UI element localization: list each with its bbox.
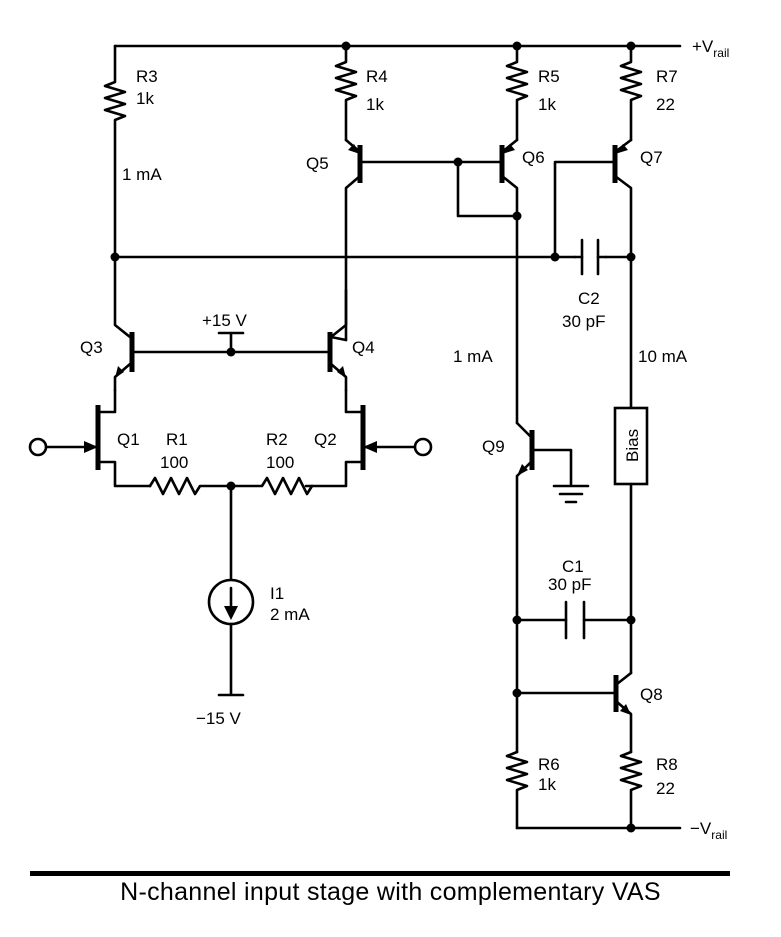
q1-source-wire	[98, 460, 152, 488]
negative-rail-label: −Vrail	[690, 819, 727, 842]
q8-emitter	[615, 700, 633, 754]
c1-name: C1	[562, 557, 584, 576]
q9-emitter	[515, 461, 532, 614]
figure-caption: N-channel input stage with complementary…	[120, 878, 661, 906]
r3-value: 1k	[136, 89, 154, 108]
caption-divider	[30, 871, 730, 876]
q7-arrow	[615, 144, 628, 154]
q2-input-terminal[interactable]	[413, 437, 433, 457]
q4-collector-link	[329, 288, 348, 339]
q3-emitter	[113, 362, 132, 392]
r8-name: R8	[656, 755, 678, 774]
r6-name: R6	[538, 755, 560, 774]
r4-resistor	[334, 44, 358, 142]
r3-resistor	[103, 44, 127, 257]
r4-value: 1k	[366, 95, 384, 114]
ground-symbol	[552, 484, 590, 504]
vas-current: 10 mA	[638, 347, 688, 366]
q2-source-wire	[304, 460, 363, 488]
q2-label: Q2	[314, 430, 337, 449]
q3-label: Q3	[80, 338, 103, 357]
q4-label: Q4	[352, 338, 375, 357]
r2-name: R2	[266, 430, 288, 449]
r2-resistor	[229, 476, 314, 496]
r5-resistor	[505, 44, 529, 142]
r5-name: R5	[538, 67, 560, 86]
pos15-label: +15 V	[202, 311, 248, 330]
q7-base-wire	[553, 160, 617, 259]
junction-dot	[626, 823, 636, 833]
q2-gate-arrow	[363, 441, 377, 453]
r3-name: R3	[136, 67, 158, 86]
r3-current: 1 mA	[122, 165, 162, 184]
q1-gate-arrow	[84, 441, 98, 453]
q1-label: Q1	[117, 430, 140, 449]
q6-diode-wire	[456, 160, 519, 218]
c2-name: C2	[578, 289, 600, 308]
schematic-diagram: +Vrail R3 1k 1 mA R4 1k Q5 R5 1k Q6 1 mA…	[28, 37, 729, 842]
r6-value: 1k	[538, 775, 556, 794]
r2-value: 100	[266, 453, 294, 472]
q4-arrow	[337, 366, 346, 378]
junction-dot	[626, 252, 636, 262]
q9-arrow	[517, 464, 528, 476]
q1-input-terminal[interactable]	[28, 437, 48, 457]
q1-drain-wire	[98, 388, 117, 414]
q6-label: Q6	[522, 148, 545, 167]
r8-value: 22	[656, 779, 675, 798]
r8-resistor	[619, 750, 643, 830]
q9-label: Q9	[482, 437, 505, 456]
r7-name: R7	[656, 67, 678, 86]
r1-name: R1	[166, 430, 188, 449]
q8-label: Q8	[640, 685, 663, 704]
r6-resistor	[505, 750, 529, 830]
neg15-label: −15 V	[196, 709, 242, 728]
q7-collector	[613, 174, 633, 410]
q5-arrow	[348, 144, 360, 154]
q3-collector-wire	[113, 255, 132, 339]
i1-bottom-wire	[217, 622, 245, 697]
q6-arrow	[502, 144, 515, 154]
positive-rail-label: +Vrail	[692, 37, 729, 60]
q8-collector	[615, 671, 633, 686]
q9-collector	[515, 421, 532, 438]
q8-arrow	[620, 704, 631, 715]
c2-value: 30 pF	[562, 312, 605, 331]
r5-value: 1k	[538, 95, 556, 114]
r7-value: 22	[656, 95, 675, 114]
bias-label: Bias	[623, 429, 642, 462]
q4-collector-wire	[329, 335, 348, 342]
q5-label: Q5	[306, 154, 329, 173]
q7-label: Q7	[640, 148, 663, 167]
q9-base-ground-wire	[530, 448, 573, 486]
r1-resistor	[148, 476, 233, 496]
bias-block	[613, 406, 649, 486]
q4-emitter	[329, 362, 348, 392]
i1-value: 2 mA	[270, 605, 310, 624]
q6-collector	[500, 174, 519, 218]
c1-value: 30 pF	[548, 575, 591, 594]
r1-value: 100	[160, 453, 188, 472]
q9-current: 1 mA	[453, 347, 493, 366]
q2-drain-wire	[344, 388, 363, 414]
pos15-supply-wire	[217, 331, 245, 354]
r7-resistor	[619, 44, 643, 142]
r4-name: R4	[366, 67, 388, 86]
q3-arrow	[115, 366, 124, 378]
i1-name: I1	[270, 584, 284, 603]
i1-arrow-head	[224, 606, 238, 620]
